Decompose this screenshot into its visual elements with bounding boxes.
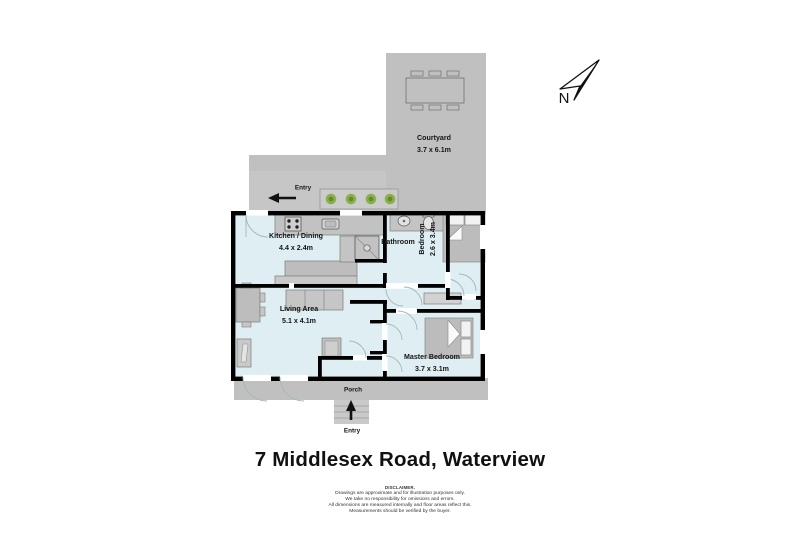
page-title: 7 Middlesex Road, Waterview [254, 448, 546, 471]
disclaimer-block: DISCLAIMER. Drawings are approximate and… [0, 485, 800, 516]
shower-icon [354, 235, 380, 261]
wall-master-north [386, 309, 397, 313]
wall-master-north-b [416, 309, 485, 313]
plant-icon-1 [325, 193, 337, 205]
wall-hall-east-c [383, 370, 387, 381]
porch-slab [234, 378, 488, 400]
room-label-living-area-name: Living Area [280, 305, 318, 313]
door-swing-living-south-1 [242, 376, 268, 402]
room-label-bedroom-dim: 2.6 x 3.4m [429, 222, 437, 256]
room-label-bathroom-name: Bathroom [381, 238, 415, 246]
living-armchair [321, 337, 342, 360]
bathroom-fittings [354, 212, 447, 261]
wall-living-south-offset-h2 [366, 356, 386, 360]
wall-bedroom-west [446, 211, 450, 274]
courtyard-furniture [405, 70, 465, 111]
north-arrow-icon: N [559, 59, 600, 107]
wall-bathroom-south-b [418, 284, 446, 288]
door-swing-bathroom [403, 286, 423, 306]
entry-label-top: Entry [295, 185, 312, 192]
wall-living-south-offset [318, 356, 322, 381]
door-swing-living-offset [348, 340, 367, 359]
wall-kitchen-living [231, 284, 289, 288]
room-label-layer: Courtyard 3.7 x 6.1m Kitchen / Dining 4.… [269, 134, 460, 394]
north-label: N [559, 90, 570, 107]
kitchen-fittings [274, 212, 386, 287]
master-pillow-bottom [460, 338, 472, 356]
disclaimer-line: All dimensions are measured internally a… [328, 503, 472, 509]
wall-bathroom-lower [383, 273, 387, 288]
wall-hall-stub-1 [370, 320, 384, 324]
entry-marker-bottom: Entry [344, 400, 361, 435]
room-label-living-area-dim: 5.1 x 4.1m [282, 317, 316, 325]
door-swing-hall-1 [385, 323, 403, 341]
entry-arrow-left-icon [268, 193, 296, 203]
outdoor-chairs-bottom [410, 104, 460, 111]
room-label-kitchen-dining-name: Kitchen / Dining [269, 232, 323, 240]
door-swing-living-south-2 [279, 376, 305, 402]
bedroom-pillow-right [464, 213, 484, 226]
door-swing-bedroom-wardrobe [458, 273, 477, 292]
bedroom-duvet-fold [446, 225, 463, 241]
entry-marker-top: Entry [268, 185, 312, 203]
master-duvet-fold [447, 319, 461, 348]
room-label-bedroom-name: Bedroom [418, 223, 426, 254]
disclaimer-line: Measurements should be verified by the b… [349, 509, 451, 515]
planter-bed [319, 188, 399, 210]
disclaimer-line: Drawings are approximate and for illustr… [335, 490, 465, 496]
entry-label-bottom: Entry [344, 428, 361, 435]
wall-hall-north [350, 300, 387, 304]
wall-bedroom-south-b [474, 296, 485, 300]
stovetop-icon [284, 216, 302, 232]
door-layer [242, 210, 486, 402]
title-block: 7 Middlesex Road, Waterview [0, 448, 800, 472]
disclaimer-heading: DISCLAIMER. [384, 485, 416, 490]
bedroom-furniture [423, 211, 486, 305]
wall-hall-east [383, 300, 387, 325]
wall-hall-east-b [383, 339, 387, 359]
room-label-porch: Porch [344, 387, 362, 394]
room-label-courtyard-dim: 3.7 x 6.1m [417, 146, 451, 154]
plant-icon-4 [384, 193, 396, 205]
door-swing-hall-2 [385, 355, 403, 373]
wall-exterior-south [231, 376, 485, 381]
entry-planter-row [319, 188, 399, 210]
wall-exterior-west [231, 211, 236, 381]
wall-shower-partition [355, 259, 386, 263]
outdoor-chairs-top [410, 70, 460, 77]
master-bedroom-furniture [424, 317, 474, 359]
living-sofa [285, 289, 344, 311]
kitchen-island [284, 260, 358, 277]
room-label-master-bedroom-dim: 3.7 x 3.1m [415, 365, 449, 373]
wall-kitchen-living-b [294, 284, 386, 288]
plant-icon-3 [365, 193, 377, 205]
disclaimer-line: We take no responsibility for omissions … [345, 496, 455, 502]
door-swing-bathroom-inner [385, 288, 404, 307]
wall-kitchen-bathroom [383, 211, 387, 263]
room-label-courtyard-name: Courtyard [417, 134, 451, 142]
wall-bedroom-south [449, 296, 465, 300]
basin-icon [397, 215, 411, 227]
room-label-master-bedroom-name: Master Bedroom [404, 353, 460, 361]
outdoor-dining-table [405, 77, 465, 104]
wall-hall-stub-2 [370, 351, 384, 355]
plant-icon-2 [345, 193, 357, 205]
master-pillow-top [460, 320, 472, 338]
entry-arrow-up-icon [346, 400, 356, 420]
wall-living-south-offset-h [318, 356, 353, 360]
door-swing-master [397, 310, 418, 331]
room-label-kitchen-dining-dim: 4.4 x 2.4m [279, 244, 313, 252]
wall-bedroom-west-lower [446, 286, 450, 300]
kitchen-sink-icon [321, 218, 340, 230]
living-tv-console [236, 338, 252, 368]
